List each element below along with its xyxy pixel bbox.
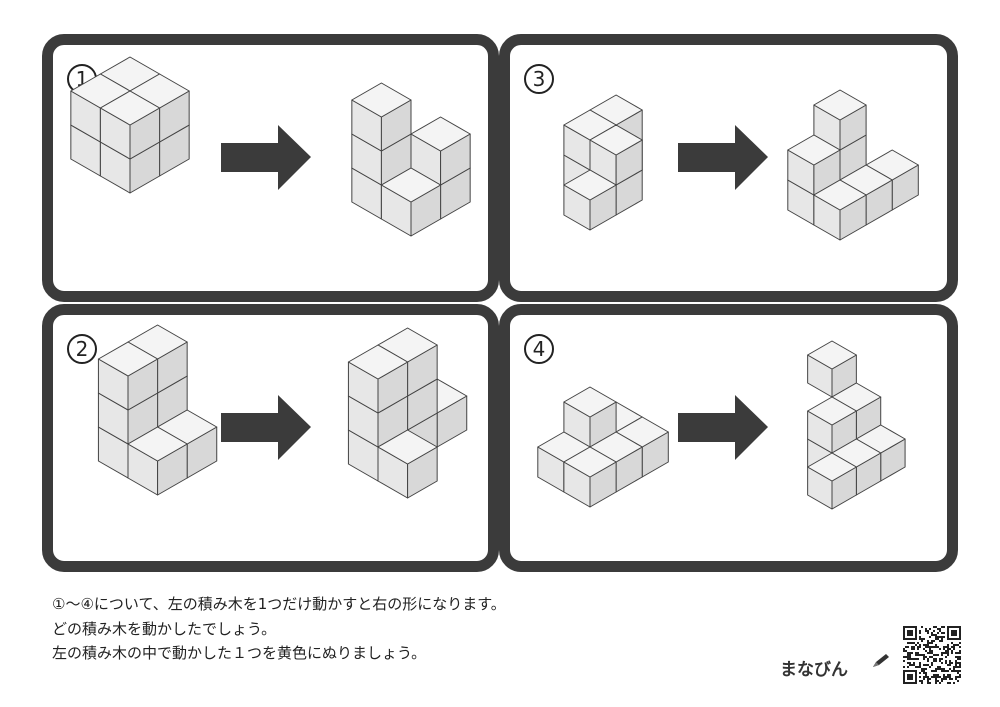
puzzle-3-figure [563,89,919,241]
right-blocks-2 [347,327,468,499]
instructions: ①〜④について、左の積み木を1つだけ動かすと右の形になります。 どの積み木を動か… [52,592,506,666]
qr-code-icon [903,626,961,684]
puzzle-1-figure [70,56,471,237]
puzzle-number-4: 4 [524,334,554,364]
puzzle-4-figure [537,340,906,510]
right-blocks-1 [351,82,471,237]
puzzle-number-2: 2 [67,334,97,364]
brand-logo: まなびん [780,660,848,680]
left-blocks-2 [97,324,218,496]
right-blocks-3 [787,89,919,241]
puzzle-panel-2: 2 [42,304,499,572]
left-blocks-4 [537,386,669,508]
arrow-icon [221,125,311,190]
left-blocks-1 [70,56,190,194]
puzzle-panel-4: 4 [499,304,958,572]
arrow-icon [221,395,311,460]
puzzle-number-3: 3 [524,64,554,94]
pencil-icon [873,654,889,667]
right-blocks-4 [807,340,906,510]
left-blocks-3 [563,94,643,231]
puzzle-panel-1: 1 [42,34,499,302]
arrow-icon [678,395,768,460]
puzzle-2-figure [97,324,468,499]
instruction-line-2: どの積み木を動かしたでしょう。 [52,619,277,638]
instruction-line-3: 左の積み木の中で動かした１つを黄色にぬりましょう。 [52,644,427,662]
puzzle-panel-3: 3 [499,34,958,302]
arrow-icon [678,125,768,190]
instruction-line-1: ①〜④について、左の積み木を1つだけ動かすと右の形になります。 [52,595,506,613]
